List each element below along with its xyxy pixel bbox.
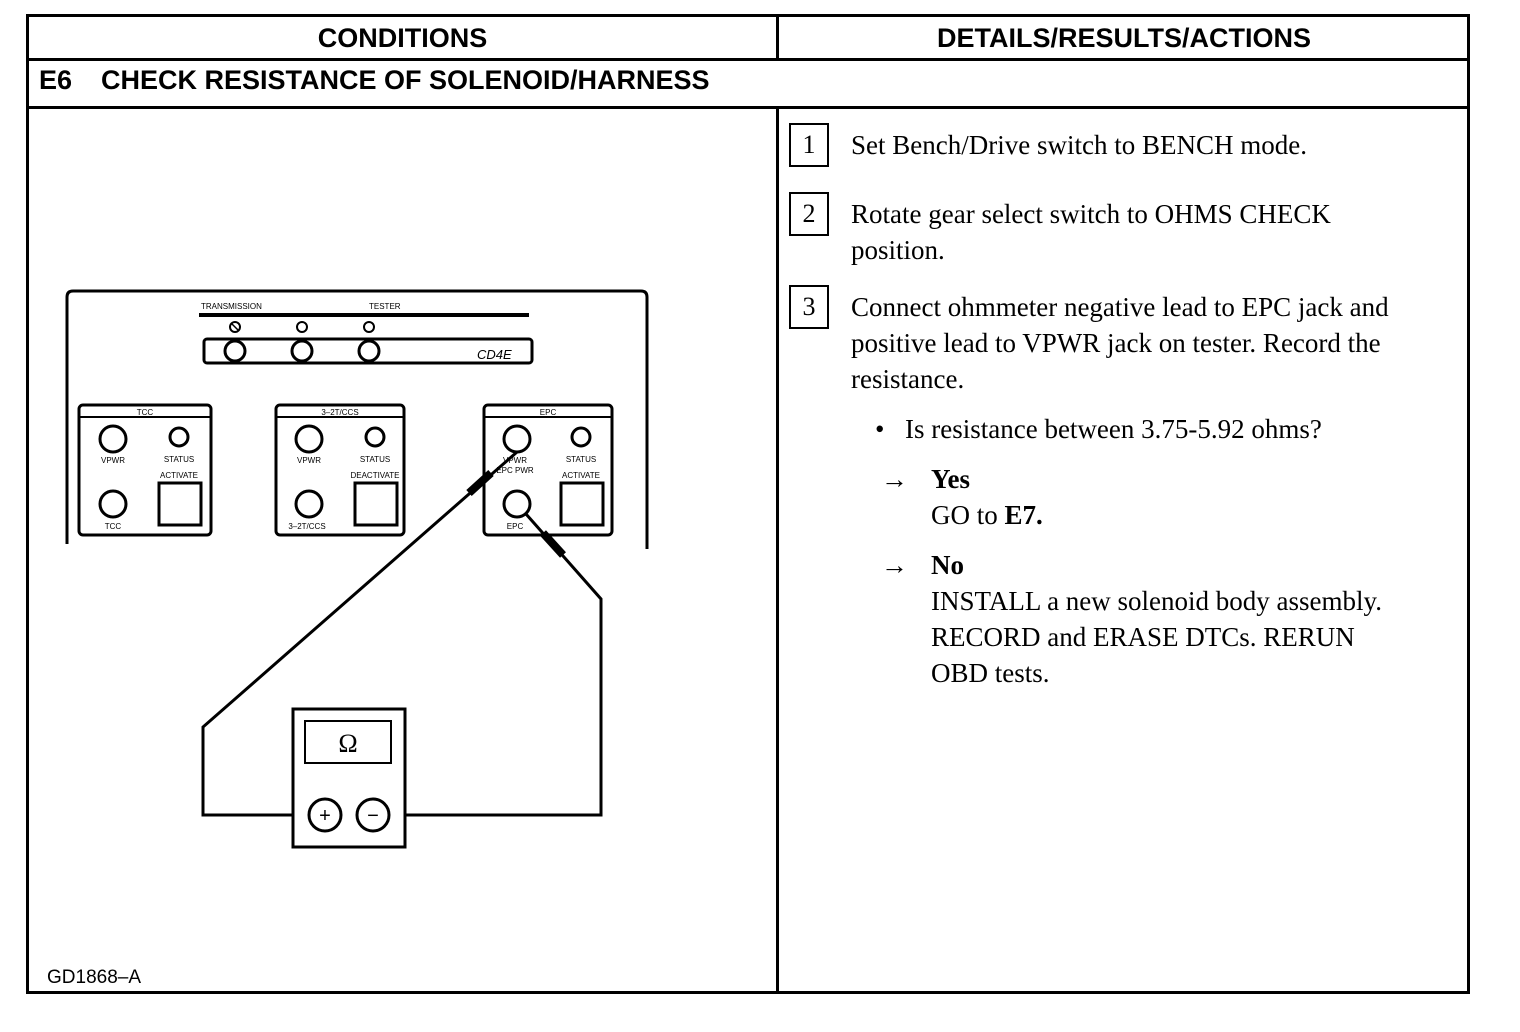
tester-model: CD4E: [477, 347, 512, 362]
status-label: STATUS: [164, 455, 194, 464]
table-header: CONDITIONS DETAILS/RESULTS/ACTIONS: [29, 17, 1467, 61]
yes-label: Yes: [931, 464, 970, 494]
positive-probe: [466, 470, 494, 496]
no-action-line: INSTALL a new solenoid body assembly.: [931, 586, 1383, 616]
negative-lead: [373, 513, 603, 817]
ohm-symbol: Ω: [338, 729, 357, 758]
step-id: E6: [39, 65, 73, 95]
status-led-icon: [168, 426, 190, 448]
arrow-icon: →: [881, 464, 908, 494]
step-text: Connect ohmmeter negative lead to EPC ja…: [851, 289, 1461, 397]
jack-label: VPWR: [297, 456, 321, 465]
connector-strip: [202, 337, 534, 365]
tester-outline: [65, 289, 649, 549]
jack-label: VPWR: [101, 456, 125, 465]
jack-label: VPWR: [503, 456, 527, 465]
question-text: Is resistance between 3.75-5.92 ohms?: [905, 414, 1322, 444]
step-number: 3: [789, 285, 829, 329]
yes-target: E7.: [1004, 500, 1043, 530]
meter-display: [304, 720, 392, 764]
positive-lead: [201, 450, 518, 817]
vpwr-jack-icon: [502, 424, 532, 454]
minus-terminal-icon: [355, 797, 391, 833]
step-number: 1: [789, 123, 829, 167]
status-led-icon: [570, 426, 592, 448]
header-divider: [776, 17, 779, 61]
details-header: DETAILS/RESULTS/ACTIONS: [936, 23, 1311, 53]
plus-terminal-icon: [307, 797, 343, 833]
step-text: Rotate gear select switch to OHMS CHECK …: [851, 196, 1461, 268]
tester-label-right: TESTER: [369, 302, 401, 311]
step-text-line: Connect ohmmeter negative lead to EPC ja…: [851, 292, 1389, 322]
panel-title: EPC: [540, 408, 557, 417]
status-label: STATUS: [360, 455, 390, 464]
indicator-icon: [296, 321, 308, 333]
connector-jack-icon: [357, 339, 381, 363]
panel-title: TCC: [137, 408, 154, 417]
yes-action-text: GO to: [931, 500, 1005, 530]
no-action-line: OBD tests.: [931, 658, 1050, 688]
vpwr-jack-icon: [98, 424, 128, 454]
jack-label: 3–2T/CCS: [288, 522, 325, 531]
panel-32t-ccs: 3–2T/CCS VPWR STATUS DEACTIVATE 3–2T/CCS: [274, 403, 406, 537]
deactivate-button-icon: [353, 481, 399, 527]
answer-no: No INSTALL a new solenoid body assembly.…: [931, 547, 1451, 691]
activate-button-icon: [157, 481, 203, 527]
instructions: 1 Set Bench/Drive switch to BENCH mode. …: [781, 109, 1467, 989]
negative-probe: [540, 530, 566, 558]
tcc-jack-icon: [98, 489, 128, 519]
step-title-row: E6 CHECK RESISTANCE OF SOLENOID/HARNESS: [29, 61, 1467, 109]
panel-tcc: TCC VPWR STATUS ACTIVATE TCC: [77, 403, 213, 537]
step-text-line: positive lead to VPWR jack on tester. Re…: [851, 328, 1381, 358]
no-label: No: [931, 550, 964, 580]
connector-jack-icon: [290, 339, 314, 363]
step-text: Set Bench/Drive switch to BENCH mode.: [851, 130, 1307, 160]
tester-diagram: TRANSMISSION TESTER CD4E TCC VPWR STATUS: [29, 109, 776, 994]
jack-label: TCC: [105, 522, 122, 531]
activate-button-icon: [559, 481, 605, 527]
vpwr-jack-icon: [294, 424, 324, 454]
step-text-line: Rotate gear select switch to OHMS CHECK: [851, 199, 1331, 229]
answer-yes: Yes GO to E7.: [931, 461, 1451, 533]
step-title: CHECK RESISTANCE OF SOLENOID/HARNESS: [101, 65, 710, 95]
epc-jack-icon: [502, 489, 532, 519]
connector-jack-icon: [223, 339, 247, 363]
button-label: DEACTIVATE: [350, 471, 399, 480]
panel-title: 3–2T/CCS: [321, 408, 358, 417]
ohmmeter: Ω + −: [291, 707, 407, 849]
jack-label: EPC: [507, 522, 524, 531]
bullet-icon: •: [875, 414, 885, 444]
status-label: STATUS: [566, 455, 596, 464]
conditions-header: CONDITIONS: [317, 23, 488, 53]
figure-id: GD1868–A: [47, 967, 142, 988]
arrow-icon: →: [881, 550, 908, 580]
plus-label: +: [319, 805, 331, 827]
yes-action: GO to E7.: [931, 497, 1451, 533]
step-text-line: resistance.: [851, 364, 965, 394]
jack-label: EPC PWR: [496, 466, 534, 475]
no-action-line: RECORD and ERASE DTCs. RERUN: [931, 622, 1355, 652]
column-divider: [776, 109, 779, 991]
question: • Is resistance between 3.75-5.92 ohms?: [875, 411, 1322, 447]
procedure-sheet: CONDITIONS DETAILS/RESULTS/ACTIONS E6 CH…: [26, 14, 1470, 994]
step-number: 2: [789, 192, 829, 236]
minus-label: −: [367, 805, 379, 827]
indicator-icon: [229, 321, 241, 333]
tester-diagram-svg: TRANSMISSION TESTER CD4E TCC VPWR STATUS: [65, 289, 649, 849]
indicator-icon: [363, 321, 375, 333]
button-label: ACTIVATE: [562, 471, 600, 480]
button-label: ACTIVATE: [160, 471, 198, 480]
status-led-icon: [364, 426, 386, 448]
32t-jack-icon: [294, 489, 324, 519]
tester-label-left: TRANSMISSION: [201, 302, 262, 311]
panel-epc: EPC VPWR EPC PWR STATUS ACTIVATE EPC: [482, 403, 614, 537]
step-text-line: position.: [851, 235, 945, 265]
